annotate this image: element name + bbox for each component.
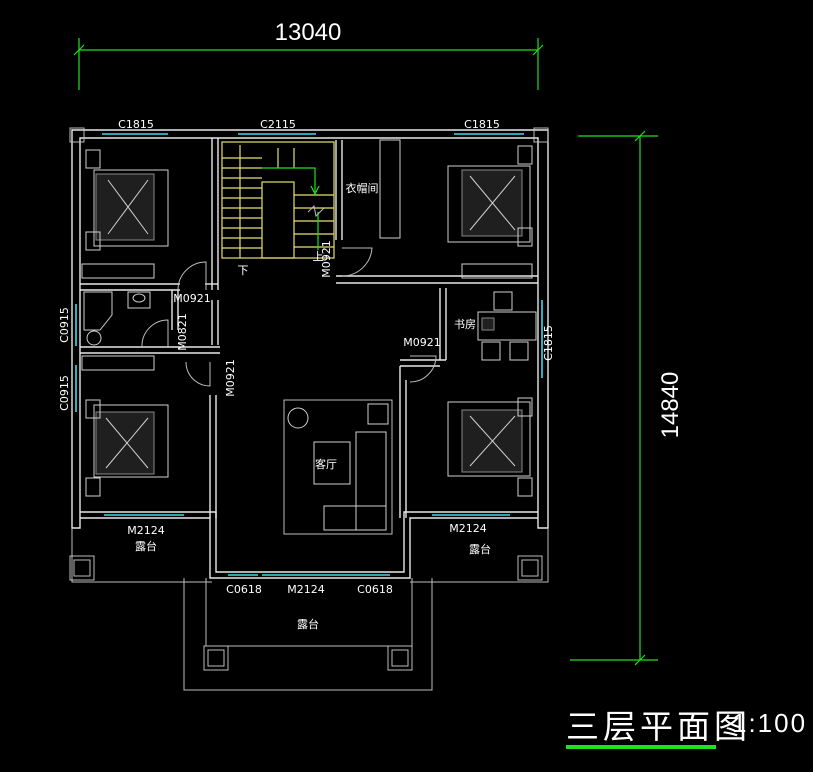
window-label: C0618 <box>226 583 262 596</box>
bed-top-left <box>81 149 169 279</box>
stair-label-down: 下 <box>238 264 249 277</box>
door-label: M0921 <box>403 336 441 349</box>
door-label: M2124 <box>449 522 487 535</box>
room-label-wardrobe: 衣帽间 <box>346 181 379 195</box>
door-label: M2124 <box>127 524 165 537</box>
plan-scale: 1:100 <box>732 708 808 738</box>
bed-bottom-right <box>447 397 533 497</box>
door-labels: M0921 M0821 M0921 M0921 M0921 M2124 M212… <box>127 240 487 596</box>
room-labels: 衣帽间 书房 客厅 露台 露台 露台 下 上 <box>135 181 491 631</box>
window-label: C1815 <box>542 325 555 361</box>
plan-title: 三层平面图 <box>566 707 751 746</box>
window-label: C1815 <box>464 118 500 131</box>
stair-label-up: 上 <box>313 250 324 263</box>
window-label: C0618 <box>357 583 393 596</box>
door-label: M0921 <box>224 359 237 397</box>
staircase <box>221 141 335 259</box>
room-label-balcony: 露台 <box>297 617 319 631</box>
door-label: M0921 <box>320 240 333 278</box>
bed-top-right <box>447 145 533 279</box>
living-room-furniture <box>283 399 393 535</box>
door-swings <box>141 247 437 387</box>
interior-walls <box>80 138 538 518</box>
dimension-height: 14840 <box>657 372 684 439</box>
outer-walls <box>69 127 549 579</box>
room-label-balcony: 露台 <box>469 542 491 556</box>
balcony-left <box>69 528 212 583</box>
window-label: C2115 <box>260 118 296 131</box>
room-label-study: 书房 <box>454 318 476 331</box>
room-label-balcony: 露台 <box>135 539 157 553</box>
window-label: C0915 <box>58 307 71 343</box>
window-label: C1815 <box>118 118 154 131</box>
dimension-top: 13040 <box>73 19 544 90</box>
bathroom <box>83 291 151 346</box>
balcony-right <box>410 528 549 583</box>
wardrobe-room <box>379 139 401 239</box>
room-label-living: 客厅 <box>315 457 337 471</box>
bed-bottom-left <box>81 355 169 497</box>
dimension-right: 14840 <box>570 130 684 666</box>
title-underline <box>566 745 716 749</box>
balcony-center <box>183 578 433 691</box>
window-label: C0915 <box>58 375 71 411</box>
window-labels: C1815 C2115 C1815 C1815 C0915 C0915 C061… <box>58 118 555 596</box>
door-label: M0821 <box>176 313 189 351</box>
door-label: M0921 <box>173 292 211 305</box>
windows <box>75 133 543 576</box>
dimension-width: 13040 <box>275 19 342 46</box>
study-furniture <box>477 291 537 361</box>
door-label: M2124 <box>287 583 325 596</box>
